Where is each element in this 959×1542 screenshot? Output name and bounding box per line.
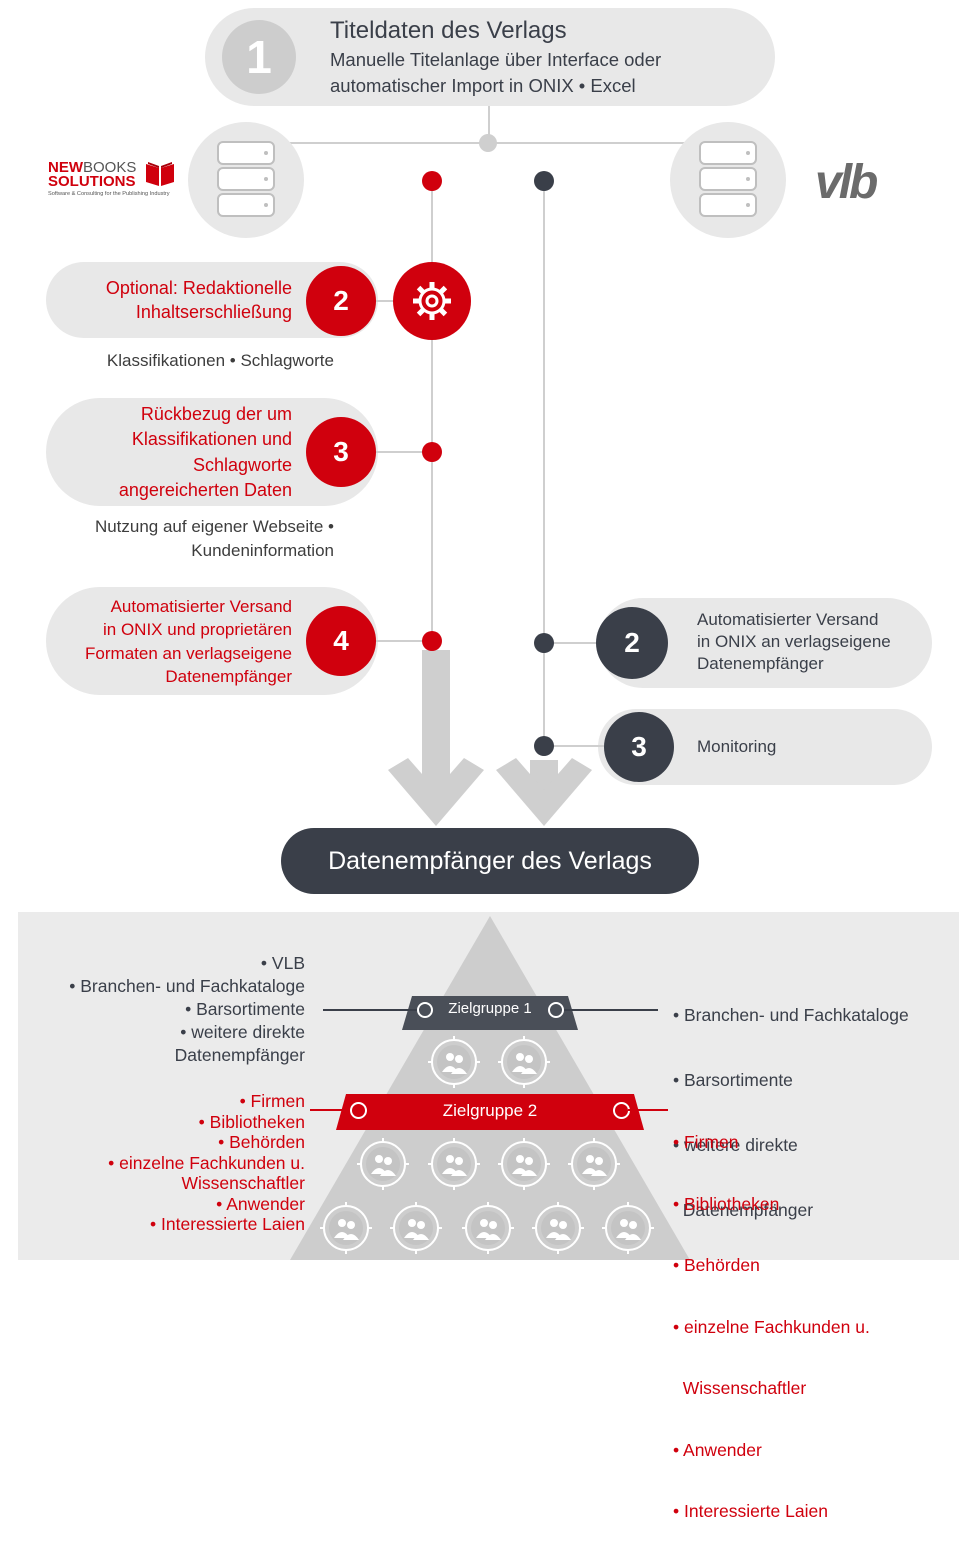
right-step2-line1: Automatisierter Versand [697, 610, 879, 629]
group2-left-list: • Firmen • Bibliotheken • Behörden • ein… [108, 1091, 305, 1235]
group2-right-list: • Firmen • Bibliotheken • Behörden • ein… [673, 1091, 870, 1542]
group1-left-item: • Branchen- und Fachkataloge [69, 976, 305, 996]
right-flow-line [543, 180, 545, 745]
left-step4-line1: Automatisierter Versand [110, 597, 292, 616]
left-flow-line [431, 180, 433, 640]
group2-left-item: Wissenschaftler [181, 1173, 305, 1193]
group2-left-item: • einzelne Fachkunden u. [108, 1152, 305, 1173]
group1-left-marker [417, 1002, 433, 1018]
left-step3-line3: Schlagworte [192, 455, 292, 475]
group1-band [402, 996, 578, 1030]
left-step4-line3: Formaten an verlagseigene [85, 644, 292, 663]
group2-left-item: • Behörden [218, 1132, 305, 1152]
group2-right-item: • Firmen [673, 1132, 739, 1152]
receiver-pill [281, 828, 699, 894]
left-step3-line4: angereicherten Daten [118, 480, 292, 500]
right-step3-label: Monitoring [697, 737, 777, 756]
newbooks-logo: NEWBOOKS SOLUTIONS Software & Consulting… [48, 160, 183, 204]
group1-right-item: • weitere direkte [673, 1135, 798, 1155]
group2-right-item: Wissenschaftler [673, 1378, 807, 1398]
group2-label: Zielgruppe 2 [442, 1101, 538, 1120]
left-step4-dot [422, 631, 442, 651]
left-step2-line1: Optional: Redaktionelle [105, 278, 292, 298]
left-step3-note1: Nutzung auf eigener Webseite • [94, 517, 334, 536]
group2-band [336, 1094, 644, 1130]
vlb-logo: vlb [815, 156, 878, 209]
group2-left-item: • Interessierte Laien [150, 1214, 305, 1234]
group2-right-item: • Interessierte Laien [673, 1501, 828, 1521]
gear-badge [393, 262, 471, 340]
gear-icon [413, 282, 451, 320]
book-icon [146, 162, 174, 186]
left-step4-line2: in ONIX und proprietären [103, 620, 292, 639]
right-step2-line3: Datenempfänger [697, 654, 824, 673]
group1-left-list: • VLB • Branchen- und Fachkataloge • Bar… [69, 953, 305, 1066]
left-step4-badge: 4 [306, 606, 376, 676]
newbooks-logo-solutions: SOLUTIONS [48, 173, 136, 190]
flow-arrows [388, 650, 592, 826]
right-top-dot [534, 171, 554, 191]
receiver-label: Datenempfänger des Verlags [328, 847, 652, 875]
left-step3-line1: Rückbezug der um [140, 404, 292, 424]
right-step2-badge: 2 [596, 607, 668, 679]
step1-panel [205, 8, 775, 106]
left-step2-connector [376, 300, 406, 302]
newbooks-logo-books: BOOKS [83, 159, 137, 176]
group2-right-item: • einzelne Fachkunden u. [673, 1316, 870, 1337]
connector-top-horizontal [246, 142, 708, 144]
database-right-icon [699, 141, 757, 217]
group1-right-item: Datenempfänger [673, 1200, 814, 1220]
group1-right-item: • Branchen- und Fachkataloge [673, 1005, 909, 1025]
group1-right-line [564, 1009, 658, 1011]
step1-title: Titeldaten des Verlags [330, 17, 567, 44]
group1-right-marker [548, 1002, 564, 1018]
right-step2-connector [544, 642, 604, 644]
left-step3-line2: Klassifikationen und [131, 429, 292, 449]
step1-badge: 1 [222, 20, 296, 94]
left-top-dot [422, 171, 442, 191]
group1-left-line [323, 1009, 417, 1011]
group2-right-item: • Bibliotheken [673, 1193, 780, 1214]
group1-left-item: Datenempfänger [174, 1045, 305, 1065]
group2-right-line [628, 1109, 668, 1111]
group1-label: Zielgruppe 1 [448, 1000, 532, 1017]
left-step2-badge: 2 [306, 266, 376, 336]
group2-right-item: • Anwender [673, 1439, 762, 1460]
left-step3-connector [376, 451, 432, 453]
right-step2-line2: in ONIX an verlagseigene [697, 632, 891, 651]
right-step3-badge: 3 [604, 712, 674, 782]
left-step2-note: Klassifikationen • Schlagworte [106, 351, 334, 370]
group2-right-item: • Behörden [673, 1255, 760, 1275]
group2-left-item: • Firmen [239, 1091, 305, 1111]
group1-right-item: • Barsortimente [673, 1070, 793, 1090]
left-step2-line2: Inhaltserschließung [135, 302, 292, 322]
left-step3-badge: 3 [306, 417, 376, 487]
connector-top-vertical [488, 106, 490, 144]
group1-right-list: • Branchen- und Fachkataloge • Barsortim… [673, 963, 909, 1242]
group1-left-item: • weitere direkte [180, 1022, 305, 1042]
connector-top-dot [479, 134, 497, 152]
group2-left-item: • Bibliotheken [198, 1111, 305, 1132]
left-step3-dot [422, 442, 442, 462]
left-step3-note2: Kundeninformation [191, 541, 334, 560]
group1-left-item: • VLB [260, 953, 305, 973]
group1-left-item: • Barsortimente [185, 999, 305, 1019]
group2-left-item: • Anwender [216, 1193, 305, 1214]
group2-left-marker [350, 1102, 367, 1119]
right-step3-dot [534, 736, 554, 756]
step1-line1: Manuelle Titelanlage über Interface oder [330, 49, 662, 70]
group2-left-line [310, 1109, 350, 1111]
newbooks-logo-tagline: Software & Consulting for the Publishing… [48, 191, 170, 197]
right-step2-dot [534, 633, 554, 653]
left-step4-connector [376, 640, 432, 642]
left-step4-line4: Datenempfänger [165, 667, 292, 686]
step1-line2: automatischer Import in ONIX • Excel [330, 75, 636, 96]
right-step3-connector [544, 745, 604, 747]
database-left-icon [217, 141, 275, 217]
newbooks-logo-new: NEW [48, 159, 83, 176]
